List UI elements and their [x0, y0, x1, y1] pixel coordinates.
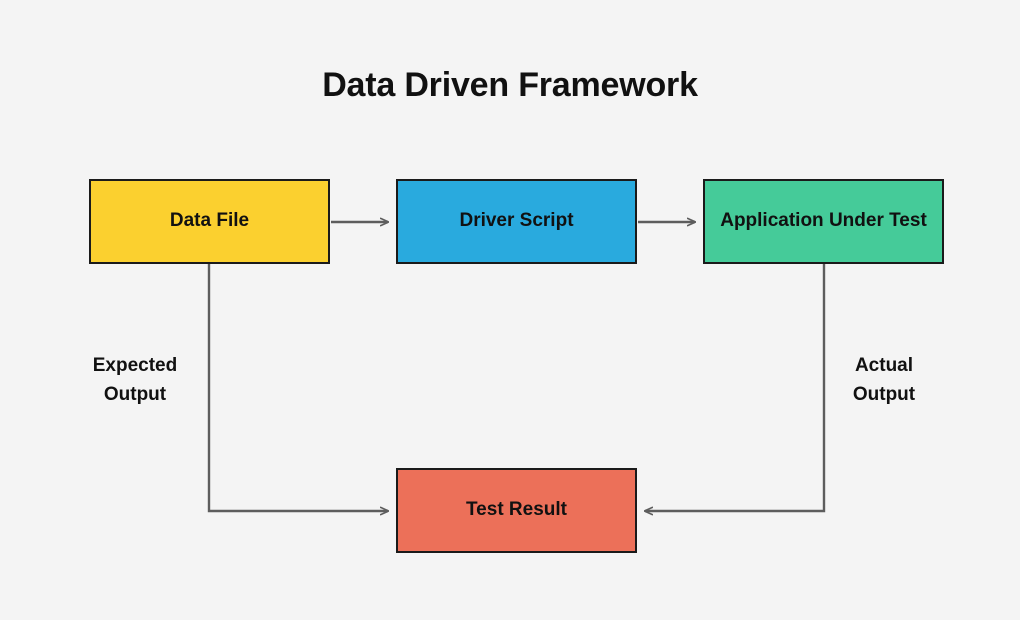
- node-driver-script-label: Driver Script: [459, 210, 574, 232]
- edge-data-file-to-test-result: [207, 264, 388, 511]
- node-driver-script[interactable]: Driver Script: [396, 179, 637, 264]
- node-test-result[interactable]: Test Result: [396, 468, 637, 553]
- diagram-title: Data Driven Framework: [322, 66, 698, 104]
- node-application-under-test-label: Application Under Test: [720, 210, 927, 232]
- node-data-file[interactable]: Data File: [89, 179, 330, 264]
- edge-label-actual-output: Actual Output: [852, 355, 916, 405]
- node-application-under-test[interactable]: Application Under Test: [703, 179, 944, 264]
- node-data-file-label: Data File: [169, 210, 250, 232]
- edge-label-expected-output: Expected Output: [92, 355, 178, 405]
- edge-application-under-test-to-test-result: [645, 264, 826, 511]
- node-test-result-label: Test Result: [465, 499, 567, 521]
